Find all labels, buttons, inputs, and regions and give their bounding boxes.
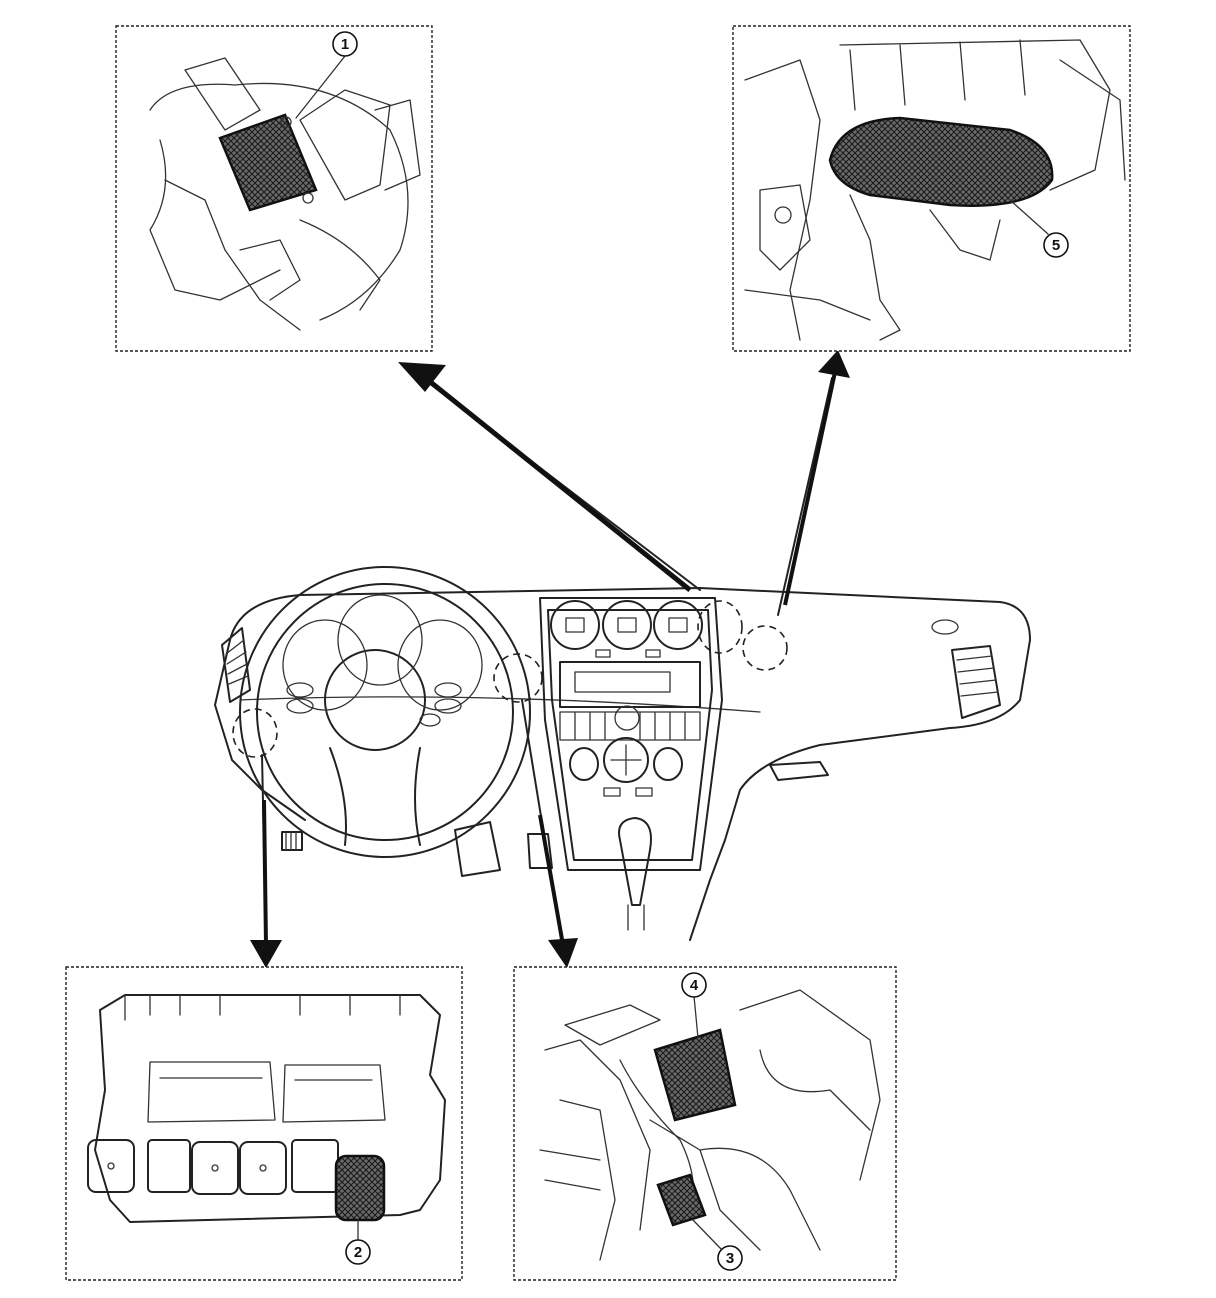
dashboard-overview [214,566,1031,941]
component-1 [218,113,318,212]
callout-3: 3 [717,1245,743,1271]
component-3 [656,1173,707,1227]
callout-2-label: 2 [354,1244,362,1261]
location-mark-2 [232,708,278,758]
callout-1-label: 1 [341,36,349,53]
inset-callout-2 [65,966,463,1281]
callout-5: 5 [1043,232,1069,258]
callout-1: 1 [332,31,358,57]
right-air-vent [951,645,1001,719]
steering-wheel [239,566,531,858]
inset-callout-3-4 [513,966,897,1281]
inset-callout-1 [115,25,433,352]
component-2 [334,1154,386,1222]
callout-2: 2 [345,1239,371,1265]
center-console [539,597,723,931]
callout-4: 4 [681,972,707,998]
callout-3-label: 3 [726,1250,734,1267]
callout-5-label: 5 [1052,237,1060,254]
location-mark-1 [697,600,743,654]
location-mark-3-4 [493,653,543,703]
glovebox-handle [769,761,829,781]
component-5 [828,116,1054,207]
location-mark-5 [742,625,788,671]
pointer-arrows [250,350,850,968]
left-air-vent [221,627,251,703]
callout-4-label: 4 [690,977,699,994]
brake-pedal [454,821,501,877]
inset-callout-5 [732,25,1131,352]
